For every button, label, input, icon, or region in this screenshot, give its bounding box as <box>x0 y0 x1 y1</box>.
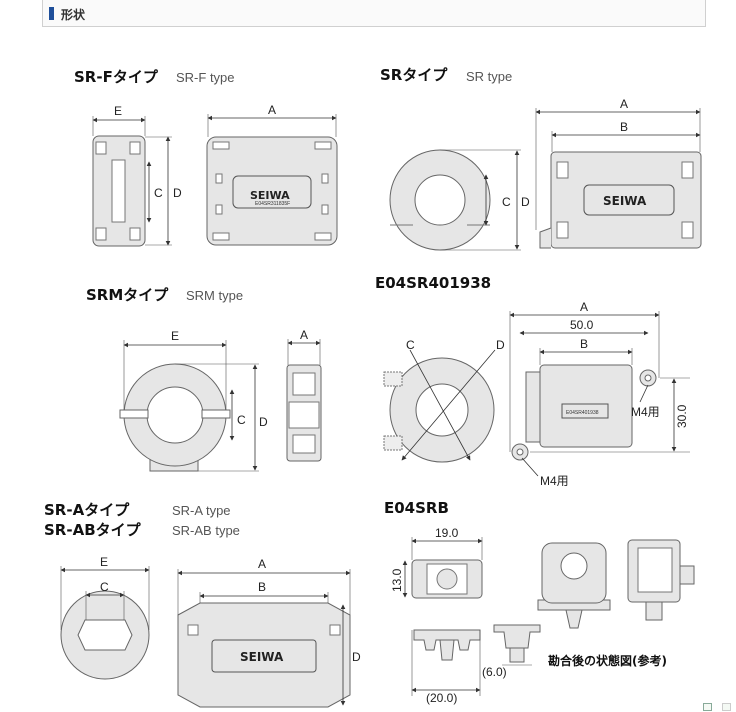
srf-dim-c: C <box>154 186 163 200</box>
sra-dim-d: D <box>352 650 361 664</box>
srf-title-en: SR-F type <box>176 70 235 85</box>
e04srb-dim-l: (20.0) <box>426 691 457 705</box>
sr-title-en: SR type <box>466 69 512 84</box>
e04sr401938-dim-a: A <box>580 300 588 314</box>
srf-side-clip-bl <box>95 227 107 241</box>
srm-group: SRMタイプ SRM type E C D A <box>86 286 322 472</box>
sr-side-hole <box>414 174 466 226</box>
sra-group: SR-Aタイプ SR-A type SR-ABタイプ SR-AB type E … <box>44 501 361 708</box>
sra-dim-a: A <box>258 557 266 571</box>
sr-dim-d: D <box>521 195 530 209</box>
srf-dim-e: E <box>114 104 122 118</box>
srm-dim-e: E <box>171 329 179 343</box>
srf-side-clip-br <box>129 227 141 241</box>
srf-side-clip-tr <box>129 141 141 155</box>
e04sr401938-dim-d: D <box>496 338 505 352</box>
srm-side-hole <box>146 386 204 444</box>
srm-title-en: SRM type <box>186 288 243 303</box>
sra-dim-b: B <box>258 580 266 594</box>
e04sr401938-m4-right: M4用 <box>631 405 660 419</box>
e04srb-title: E04SRB <box>384 499 449 517</box>
srf-group: SR-Fタイプ SR-F type E C D SEIWA E04SR31183… <box>74 68 338 247</box>
sra-title-jp-1: SR-Aタイプ <box>44 501 130 519</box>
sra-title-en-2: SR-AB type <box>172 523 240 538</box>
srf-side-slot <box>111 159 126 223</box>
srf-code: E04SR311835F <box>255 201 290 207</box>
e04srb-dim-w: 19.0 <box>435 526 459 540</box>
e04srb-caption: 勘合後の状態図(参考) <box>548 653 667 668</box>
sr-dim-b: B <box>620 120 628 134</box>
e04sr401938-dim-c: C <box>406 338 415 352</box>
srf-side-clip-tl <box>95 141 107 155</box>
srf-title-jp: SR-Fタイプ <box>74 68 159 86</box>
e04srb-pin-body <box>493 624 541 649</box>
e04sr401938-group: E04SR401938 C D E04SR401938 A 50.0 B 30.… <box>375 274 690 488</box>
sr-brand: SEIWA <box>603 194 647 208</box>
e04sr401938-dim-b: B <box>580 337 588 351</box>
sra-label-frame <box>211 639 317 673</box>
srf-front-body <box>206 136 338 246</box>
sra-title-jp-2: SR-ABタイプ <box>44 521 142 539</box>
sra-dim-c: C <box>100 580 109 594</box>
e04srb-group: E04SRB 19.0 13.0 (20.0) (6.0) 勘合後の状態図(参考… <box>384 499 695 705</box>
sra-brand: SEIWA <box>240 650 284 664</box>
sr-front-body <box>550 151 702 249</box>
product-shapes-diagram: SR-Fタイプ SR-F type E C D SEIWA E04SR31183… <box>44 66 702 708</box>
srf-dim-d: D <box>173 186 182 200</box>
header-title: 形状 <box>61 8 86 22</box>
srf-dim-a: A <box>268 103 276 117</box>
sr-label-frame <box>583 184 675 216</box>
header-accent-bar <box>49 7 54 20</box>
srm-dim-d: D <box>259 415 268 429</box>
sr-group: SRタイプ SR type C D SEIWA A B <box>380 66 702 251</box>
sra-front-body <box>177 602 351 708</box>
srm-dim-c: C <box>237 413 246 427</box>
srm-dim-a: A <box>300 328 308 342</box>
e04sr401938-dim-h: 30.0 <box>675 404 689 428</box>
srf-label-frame <box>232 175 312 209</box>
sr-dim-c: C <box>502 195 511 209</box>
e04srb-dim-h: 13.0 <box>390 568 404 592</box>
broken-image-icon <box>722 703 731 711</box>
sra-side-hole <box>77 619 133 651</box>
section-header: 形状 <box>42 0 706 27</box>
e04sr401938-m4-bottom: M4用 <box>540 474 569 488</box>
sra-dim-e: E <box>100 555 108 569</box>
broken-image-icon <box>703 703 712 711</box>
e04sr401938-dim-w: 50.0 <box>570 318 594 332</box>
e04sr401938-code: E04SR401938 <box>566 410 599 416</box>
sra-title-en-1: SR-A type <box>172 503 231 518</box>
srf-brand: SEIWA <box>250 189 290 202</box>
sr-dim-a: A <box>620 97 628 111</box>
srm-title-jp: SRMタイプ <box>86 286 169 304</box>
sr-title-jp: SRタイプ <box>380 66 448 84</box>
e04sr401938-front-body <box>539 364 633 448</box>
e04srb-dim-p: (6.0) <box>482 665 507 679</box>
e04sr401938-title: E04SR401938 <box>375 274 491 292</box>
